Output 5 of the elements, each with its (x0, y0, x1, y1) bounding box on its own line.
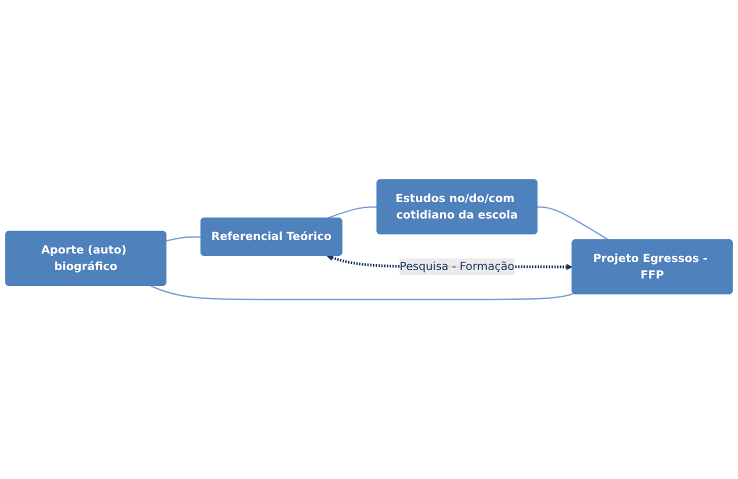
connector (150, 285, 574, 300)
edge-label: Pesquisa - Formação (400, 260, 514, 273)
connector (326, 206, 378, 219)
connector (538, 206, 609, 240)
connector (166, 236, 202, 242)
